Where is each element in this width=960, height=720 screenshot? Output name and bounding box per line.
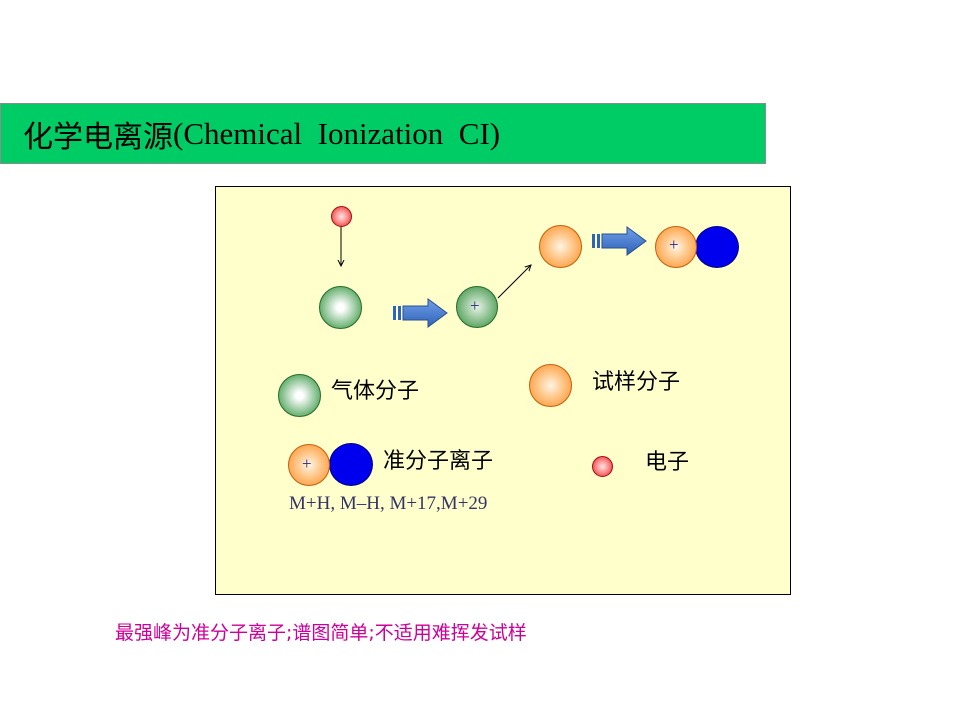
conclusion-text: 最强峰为准分子离子;谱图简单;不适用难挥发试样 [115, 622, 527, 644]
legend-electron-icon [592, 456, 613, 477]
title-bar: 化学电离源(Chemical Ionization CI) [0, 103, 766, 164]
legend-sample-molecule-label: 试样分子 [592, 370, 681, 395]
legend-sample-molecule-icon [529, 364, 572, 407]
product-top-plus: + [669, 235, 679, 254]
gas-ion [456, 286, 498, 328]
block-arrow-ionization [393, 298, 448, 328]
block-arrow-proton-transfer [592, 226, 647, 256]
product-partner-top [695, 226, 739, 268]
ion-types-text: M+H, M–H, M+17,M+29 [289, 493, 488, 514]
title-english: (Chemical Ionization CI) [173, 115, 501, 151]
electron-top [331, 206, 352, 227]
gas-molecule-reactant [319, 286, 362, 329]
legend-ion-sample-icon [288, 444, 330, 486]
legend-ion-partner-icon [329, 443, 373, 486]
title-chinese: 化学电离源 [23, 119, 173, 155]
legend-gas-molecule-icon [278, 374, 321, 417]
legend-quasi-ion-label: 准分子离子 [383, 449, 494, 474]
legend-gas-molecule-label: 气体分子 [331, 379, 420, 404]
legend-ion-plus: + [302, 454, 312, 473]
gas-ion-plus: + [470, 296, 480, 315]
reaction-arrow-diagonal [497, 265, 531, 299]
product-sample-top [655, 226, 697, 268]
legend-electron-label: 电子 [645, 450, 690, 475]
sample-molecule-reactant [539, 225, 582, 268]
